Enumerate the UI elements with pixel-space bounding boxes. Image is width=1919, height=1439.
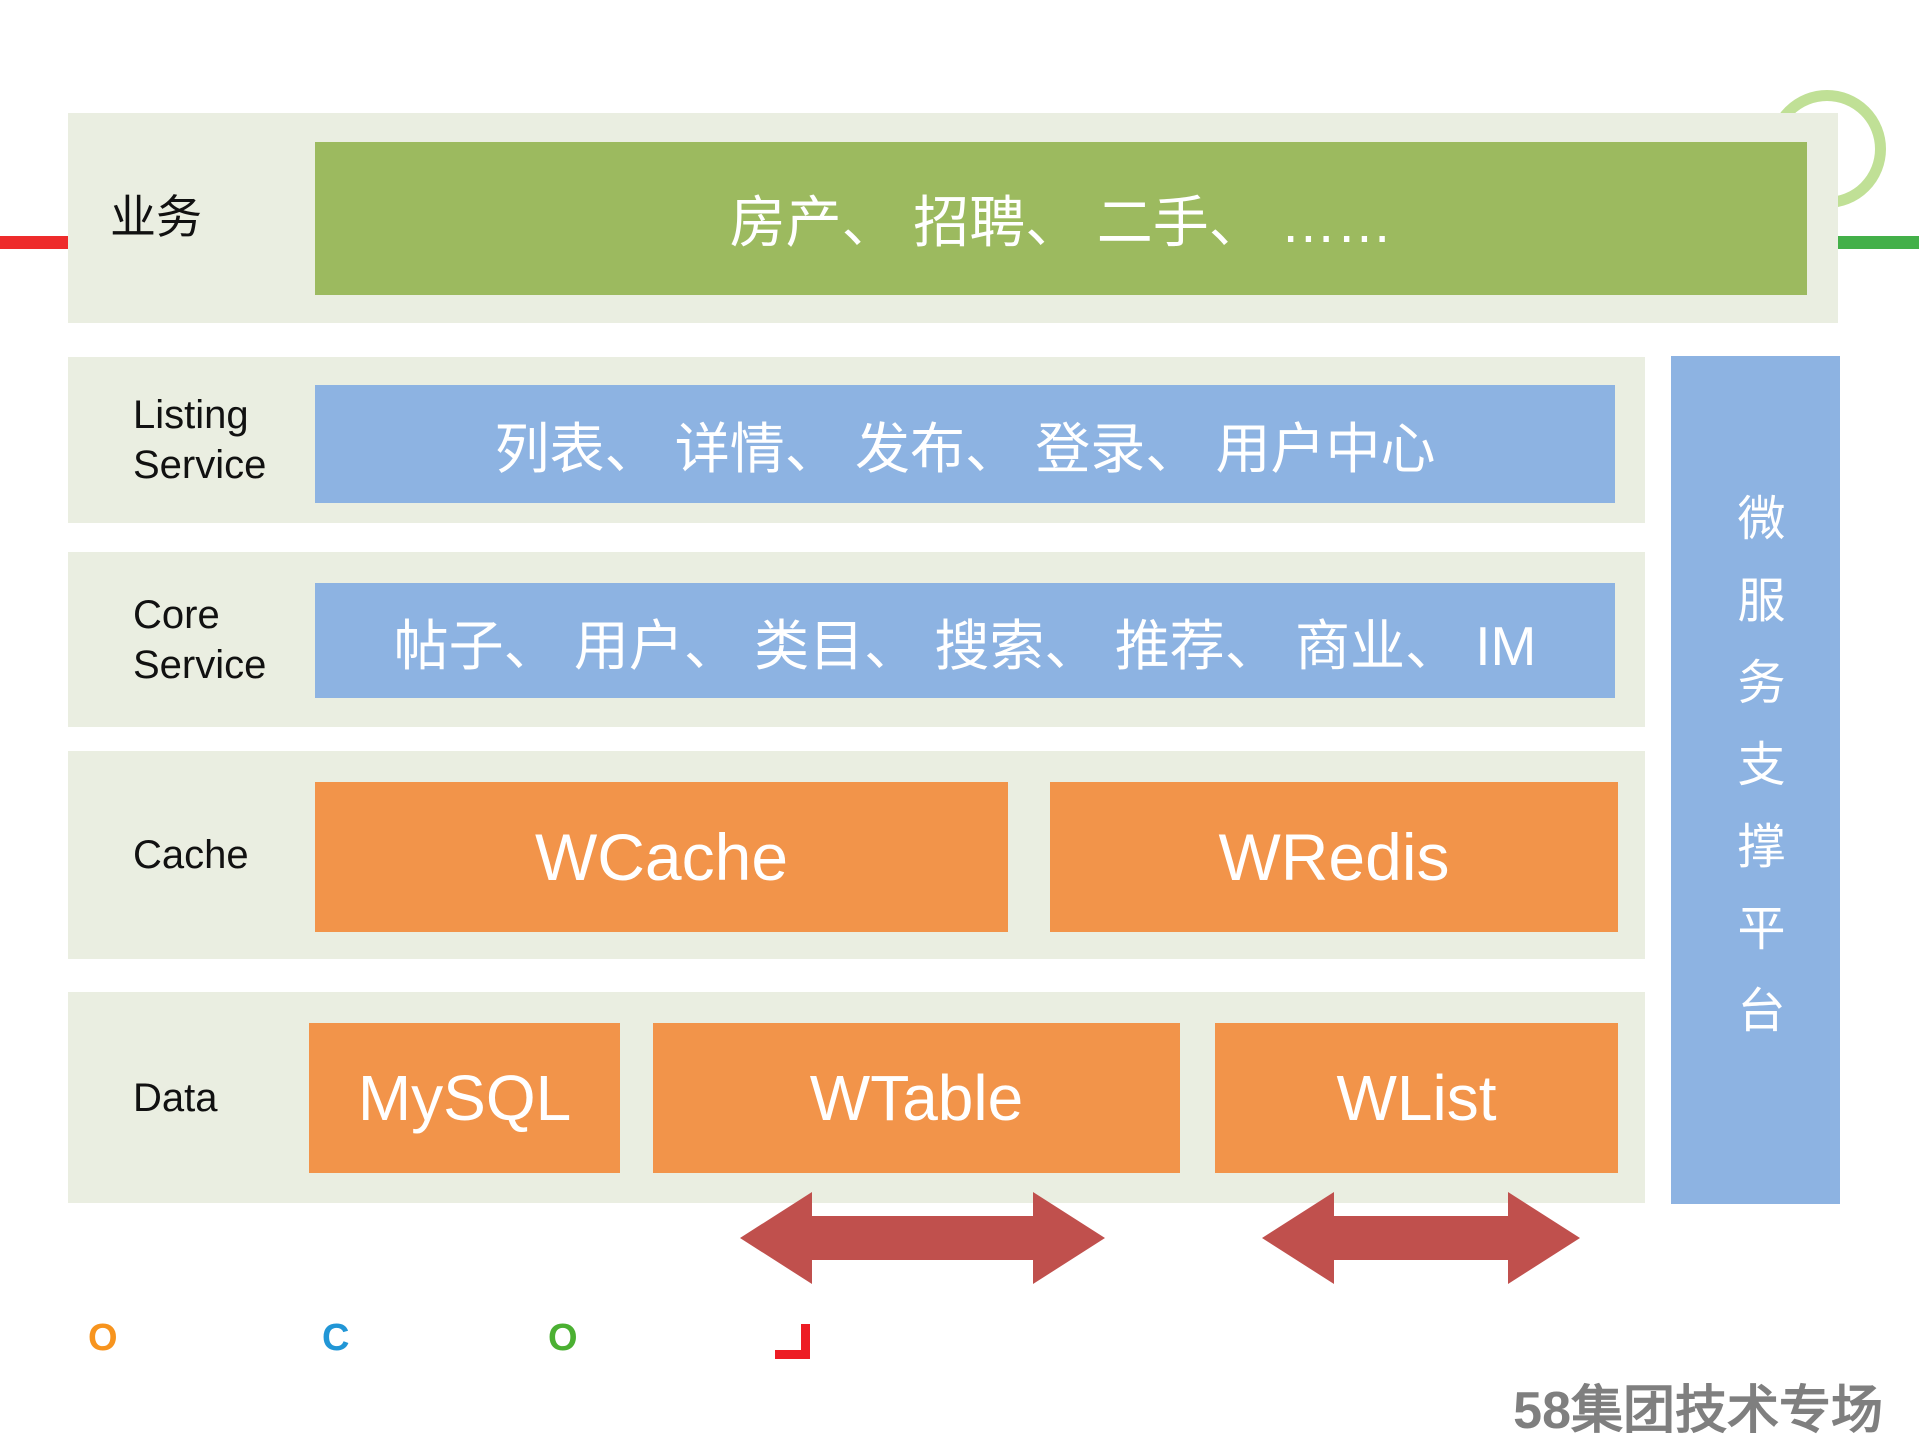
wlist-double-arrow-icon [1262,1192,1580,1284]
cache-label-text: Cache [133,833,249,877]
listing-label-line1: Listing [133,393,249,437]
business-bar: 房产、 招聘、 二手、 …… [315,142,1807,295]
layer-business: 业务 房产、 招聘、 二手、 …… [68,113,1838,323]
business-bar-text: 房产、 招聘、 二手、 …… [729,191,1393,254]
microservice-platform-bar: 微服务支撑平台 [1671,356,1840,1204]
listing-service-label: Listing Service [133,357,266,523]
mysql-box: MySQL [309,1023,620,1173]
red-corner-logo-icon [775,1324,810,1359]
blue-c-logo-icon: C [322,1317,350,1359]
core-label-line1: Core [133,592,220,637]
wlist-box: WList [1215,1023,1618,1173]
logo-strip: O C O [0,1318,900,1366]
business-layer-label: 业务 [110,113,202,323]
data-layer-label: Data [133,992,218,1203]
core-service-bar-text: 帖子、 用户、 类目、 搜索、 推荐、 商业、 IM [393,614,1537,677]
listing-service-bar: 列表、 详情、 发布、 登录、 用户中心 [315,385,1615,503]
wlist-box-text: WList [1336,1062,1497,1134]
wtable-box: WTable [653,1023,1180,1173]
layer-listing-service: Listing Service 列表、 详情、 发布、 登录、 用户中心 [68,357,1645,523]
core-label-line2: Service [133,642,267,687]
wtable-box-text: WTable [809,1062,1024,1134]
layer-cache: Cache WCache WRedis [68,751,1645,959]
listing-service-bar-text: 列表、 详情、 发布、 登录、 用户中心 [494,418,1436,480]
wtable-double-arrow-icon [740,1192,1105,1284]
microservice-platform-bar-text: 微服务支撑平台 [1729,493,1783,1067]
wcache-box-text: WCache [534,820,789,894]
wcache-box: WCache [315,782,1008,932]
wredis-box-text: WRedis [1218,820,1450,894]
data-label-text: Data [133,1075,218,1120]
cache-layer-label: Cache [133,751,249,959]
right-green-edge-line [1838,236,1919,249]
wredis-box: WRedis [1050,782,1618,932]
core-service-bar: 帖子、 用户、 类目、 搜索、 推荐、 商业、 IM [315,583,1615,698]
layer-core-service: Core Service 帖子、 用户、 类目、 搜索、 推荐、 商业、 IM [68,552,1645,727]
core-service-label: Core Service [133,552,266,727]
business-layer-label-text: 业务 [110,191,202,244]
footer-title: 58集团技术专场 [1513,1382,1883,1439]
green-o-logo-icon: O [548,1317,578,1359]
mysql-box-text: MySQL [357,1062,572,1134]
layer-data: Data MySQL WTable WList [68,992,1645,1203]
left-red-edge-line [0,236,70,249]
orange-o-logo-icon: O [88,1317,118,1359]
listing-label-line2: Service [133,443,267,487]
